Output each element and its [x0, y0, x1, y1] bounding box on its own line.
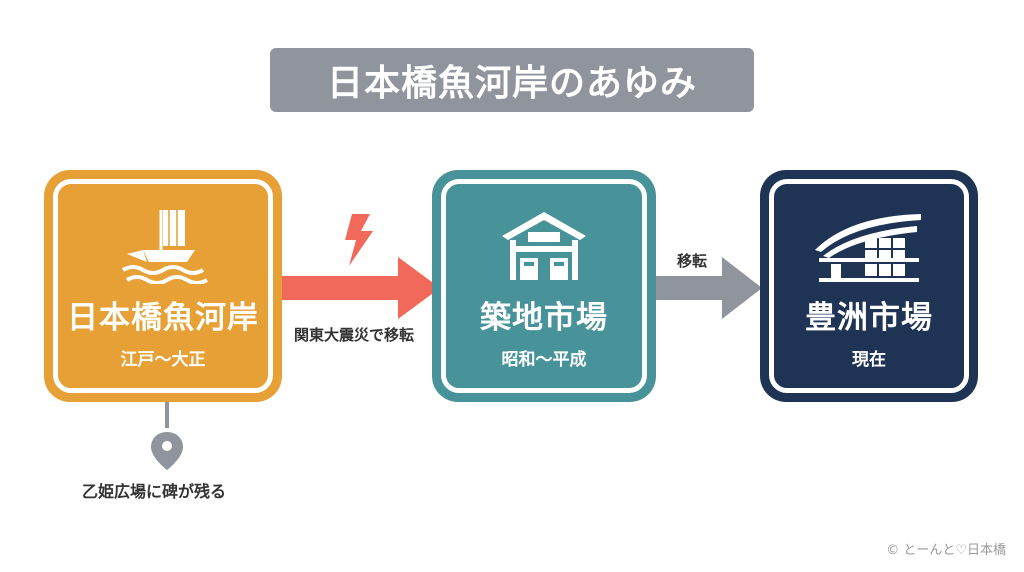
transition-label-earthquake: 関東大震災で移転	[294, 326, 415, 344]
arrow-relocation	[656, 257, 762, 319]
location-pin-icon	[151, 432, 183, 470]
modern-market-icon	[809, 206, 929, 284]
stage-name: 豊洲市場	[805, 300, 933, 336]
copyright-text: © とーんと♡日本橋	[886, 543, 1006, 558]
stage-era: 昭和〜平成	[501, 350, 587, 370]
lightning-icon	[345, 214, 373, 266]
stage-name: 築地市場	[480, 300, 608, 336]
stage-name: 日本橋魚河岸	[67, 300, 259, 336]
stage-nihonbashi-uogashi: 日本橋魚河岸 江戸〜大正	[44, 170, 282, 402]
stage-era: 江戸〜大正	[120, 350, 206, 370]
stage-era: 現在	[852, 350, 886, 370]
note-connector-line	[165, 402, 169, 428]
market-building-icon	[496, 206, 592, 284]
arrow-earthquake-relocation	[282, 257, 440, 319]
sailing-ship-icon	[113, 206, 213, 284]
stage-toyosu-market: 豊洲市場 現在	[760, 170, 978, 402]
transition-label-relocation: 移転	[677, 252, 708, 270]
diagram-title: 日本橋魚河岸のあゆみ	[270, 48, 754, 112]
stage-tsukiji-market: 築地市場 昭和〜平成	[432, 170, 656, 402]
note-text: 乙姫広場に碑が残る	[82, 482, 227, 501]
